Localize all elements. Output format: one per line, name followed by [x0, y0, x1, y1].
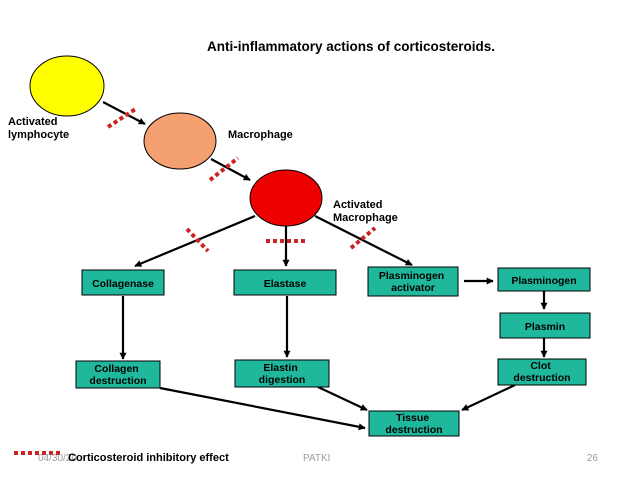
arrow-to-plasminogen-activator [314, 215, 413, 266]
activated-lymphocyte-label: Activated lymphocyte [8, 116, 69, 141]
box-elastin-digestion-rect [234, 359, 330, 388]
box-collagenase: Collagenase [81, 269, 165, 296]
activated-lymphocyte-cell [29, 55, 105, 117]
inhibition-mark-lymphocyte [106, 106, 139, 129]
arrow-to-collagenase [134, 214, 256, 268]
inhibition-mark-collagenase [185, 227, 210, 253]
legend-label: Corticosteroid inhibitory effect [68, 452, 229, 464]
activated-lymphocyte-label-line1: Activated [8, 116, 58, 128]
footer-page-number: 26 [587, 453, 599, 464]
box-collagenase-label-line1: Collagenase [92, 278, 154, 290]
box-plasmin: Plasmin [499, 312, 591, 339]
box-plasminogen-activator-label-line1: Plasminogen [379, 270, 444, 282]
inhibition-mark-plasminogen-activator [349, 226, 377, 250]
activated-macrophage-label-line2: Macrophage [333, 212, 398, 224]
box-elastin-digestion-label-line1: Elastin [263, 362, 297, 374]
box-elastin-digestion-label: Elastin digestion [259, 362, 306, 386]
box-plasminogen-label: Plasminogen [511, 275, 576, 287]
box-plasmin-label: Plasmin [525, 321, 565, 333]
box-clot-destruction-rect [497, 358, 587, 386]
box-plasminogen-activator: Plasminogen activator [367, 266, 459, 297]
arrows [102, 101, 548, 431]
box-plasminogen-activator-label-line2: activator [391, 282, 435, 294]
box-plasminogen-rect [497, 267, 591, 292]
arrow-elastin-to-tissue [317, 386, 368, 411]
box-collagen-destruction-label-line1: Collagen [94, 363, 138, 375]
box-collagen-destruction: Collagen destruction [75, 360, 161, 389]
box-plasmin-label-line1: Plasmin [525, 321, 565, 333]
box-tissue-destruction-label-line1: Tissue [396, 412, 429, 424]
box-tissue-destruction-label-line2: destruction [385, 424, 442, 436]
footer-author: PATKI [303, 453, 330, 464]
box-collagenase-label: Collagenase [92, 278, 154, 290]
box-elastase-rect [233, 269, 337, 296]
box-elastase-label-line1: Elastase [264, 278, 307, 290]
box-clot-destruction-label-line2: destruction [513, 372, 570, 384]
box-collagen-destruction-label-line2: destruction [89, 375, 146, 387]
box-plasminogen-activator-label: Plasminogen activator [379, 270, 447, 294]
box-plasminogen: Plasminogen [497, 267, 591, 292]
box-elastase: Elastase [233, 269, 337, 296]
arrow-clot-to-tissue [461, 384, 516, 411]
page-title: Anti-inflammatory actions of corticoster… [207, 39, 495, 54]
box-clot-destruction: Clot destruction [497, 358, 587, 386]
inhibition-mark-macrophage [208, 156, 240, 182]
box-elastin-digestion-label-line2: digestion [259, 374, 306, 386]
box-elastin-digestion: Elastin digestion [234, 359, 330, 388]
macrophage-label: Macrophage [228, 129, 293, 141]
box-plasminogen-activator-rect [367, 266, 459, 297]
footer-date: 04/30/20 [38, 453, 77, 464]
box-tissue-destruction-label: Tissue destruction [385, 412, 442, 436]
box-plasminogen-label-line1: Plasminogen [511, 275, 576, 287]
arrow-collagen-to-tissue [159, 386, 366, 431]
activated-macrophage-label: Activated Macrophage [333, 199, 398, 224]
arrow-lymphocyte-to-macrophage [102, 101, 146, 125]
box-tissue-destruction: Tissue destruction [368, 410, 460, 437]
box-clot-destruction-label: Clot destruction [513, 360, 570, 384]
box-collagen-destruction-label: Collagen destruction [89, 363, 146, 387]
box-plasmin-rect [499, 312, 591, 339]
activated-macrophage-cell [249, 169, 323, 227]
macrophage-cell [143, 112, 217, 170]
box-clot-destruction-label-line1: Clot [530, 360, 551, 372]
activated-lymphocyte-label-line2: lymphocyte [8, 129, 69, 141]
box-collagen-destruction-rect [75, 360, 161, 389]
box-collagenase-rect [81, 269, 165, 296]
inhibition-marks [106, 106, 377, 253]
box-tissue-destruction-rect [368, 410, 460, 437]
box-elastase-label: Elastase [264, 278, 307, 290]
activated-macrophage-label-line1: Activated [333, 199, 383, 211]
arrow-macrophage-to-activated [210, 158, 251, 181]
